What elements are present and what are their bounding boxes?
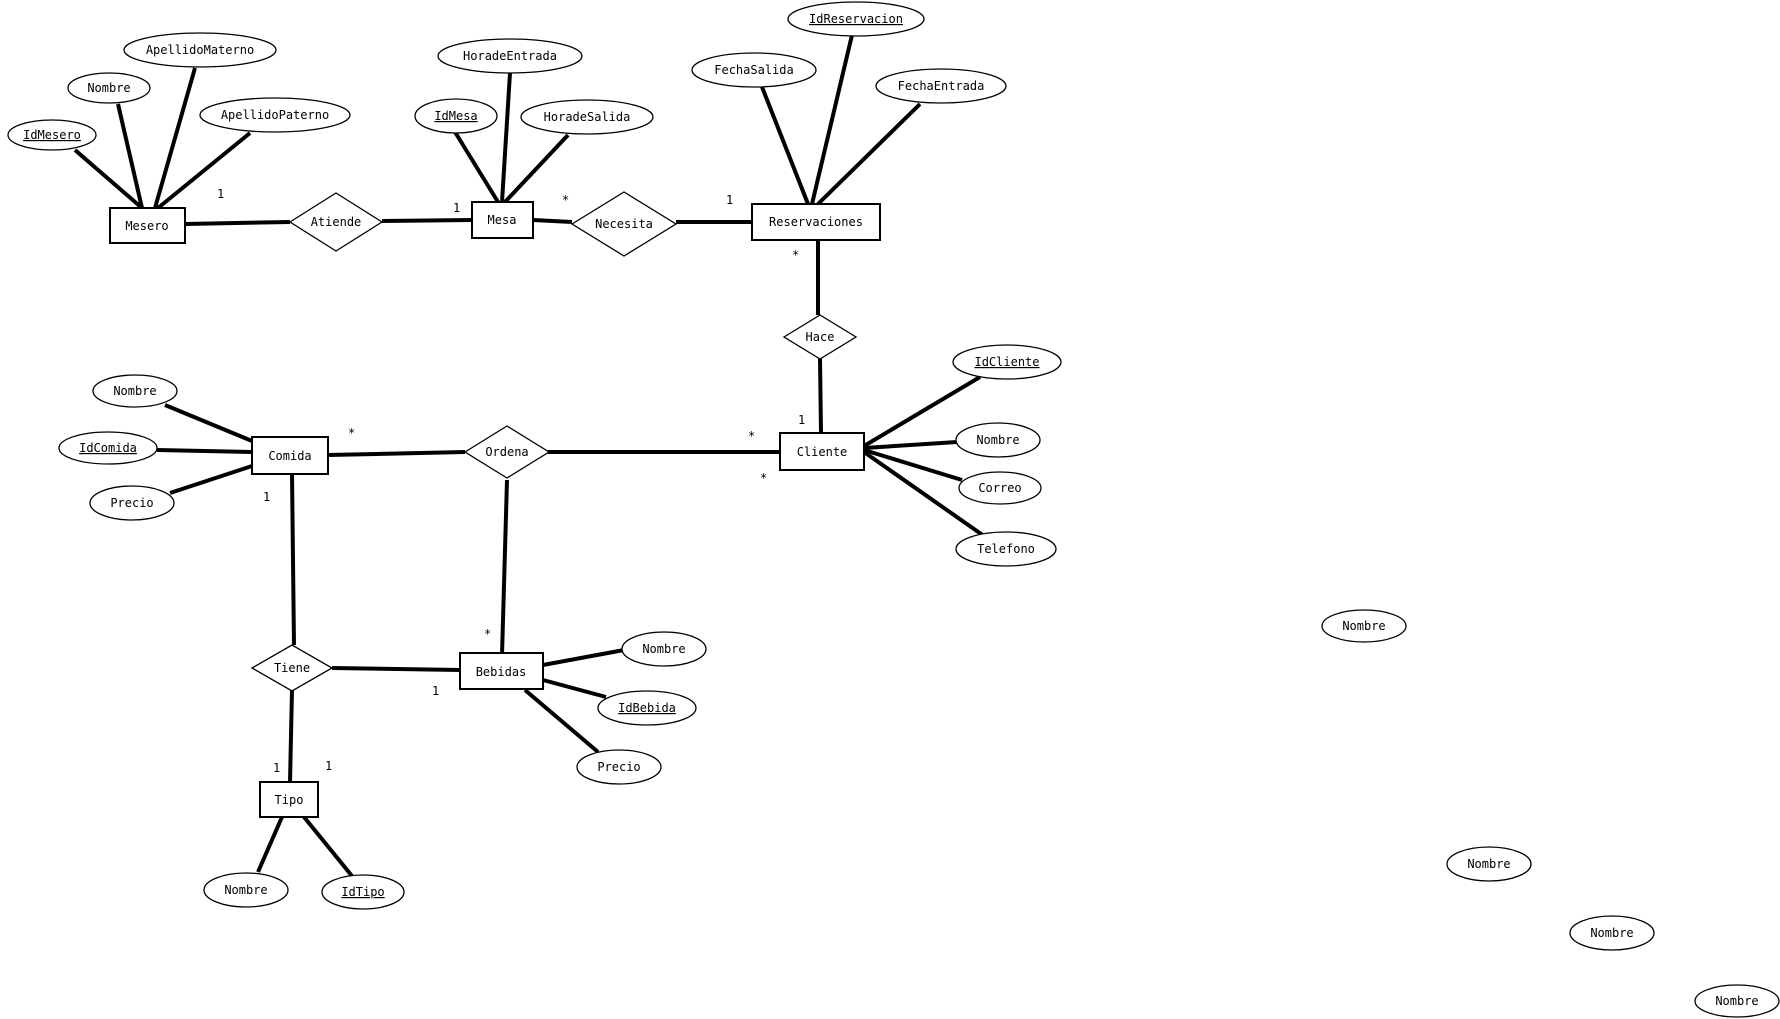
cardinality-bebidas-ordena: * (484, 627, 491, 641)
relationship-necesita-label: Necesita (595, 217, 653, 231)
attribute-cliente-correo-label: Correo (978, 481, 1021, 495)
attribute-comida-id-label: IdComida (79, 441, 137, 455)
attribute-tipo-nombre-label: Nombre (224, 883, 267, 897)
attribute-bebidas-nombre: Nombre (621, 631, 707, 667)
attribute-loose-4-label: Nombre (1715, 994, 1758, 1008)
attribute-tipo-nombre: Nombre (203, 872, 289, 908)
cardinality-reservaciones-hace: * (792, 248, 799, 262)
cardinality-cliente-ordena-bottom: * (760, 471, 767, 485)
attribute-mesa-id: IdMesa (414, 98, 498, 134)
entity-comida: Comida (251, 436, 329, 475)
attribute-tipo-id: IdTipo (321, 874, 405, 910)
relationship-tiene: Tiene (250, 644, 334, 692)
entity-bebidas-label: Bebidas (476, 665, 527, 679)
attribute-mesero-nombre-label: Nombre (87, 81, 130, 95)
entity-cliente: Cliente (779, 432, 865, 471)
entity-mesa-label: Mesa (488, 213, 517, 227)
attribute-loose-3: Nombre (1569, 915, 1655, 951)
entity-tipo: Tipo (259, 781, 319, 818)
attribute-bebidas-precio-label: Precio (597, 760, 640, 774)
attribute-cliente-telefono-label: Telefono (977, 542, 1035, 556)
attribute-cliente-correo: Correo (958, 471, 1042, 505)
attribute-cliente-id-label: IdCliente (974, 355, 1039, 369)
attribute-reservaciones-id-label: IdReservacion (809, 12, 903, 26)
relationship-atiende: Atiende (288, 192, 384, 252)
relationship-ordena: Ordena (463, 425, 551, 479)
relationship-tiene-label: Tiene (274, 661, 310, 675)
cardinality-comida-tiene: 1 (263, 490, 270, 504)
cardinality-cliente-hace: 1 (798, 413, 805, 427)
connector-lines (73, 34, 986, 878)
relationship-hace-label: Hace (806, 330, 835, 344)
cardinality-mesa-necesita: * (562, 193, 569, 207)
attribute-mesero-id-label: IdMesero (23, 128, 81, 142)
attribute-mesero-nombre: Nombre (67, 72, 151, 104)
attribute-reservaciones-entrada-label: FechaEntrada (898, 79, 985, 93)
attribute-loose-2-label: Nombre (1467, 857, 1510, 871)
attribute-mesero-materno: ApellidoMaterno (123, 32, 277, 68)
attribute-bebidas-nombre-label: Nombre (642, 642, 685, 656)
cardinality-tipo-tiene-right: 1 (325, 759, 332, 773)
entity-bebidas: Bebidas (459, 652, 544, 690)
attribute-loose-2: Nombre (1446, 846, 1532, 882)
attribute-bebidas-id-label: IdBebida (618, 701, 676, 715)
attribute-cliente-nombre-label: Nombre (976, 433, 1019, 447)
attribute-cliente-telefono: Telefono (955, 531, 1057, 567)
attribute-mesa-salida: HoradeSalida (520, 99, 654, 135)
relationship-hace: Hace (782, 314, 858, 360)
entity-reservaciones: Reservaciones (751, 203, 881, 241)
attribute-loose-4: Nombre (1694, 984, 1780, 1018)
attribute-reservaciones-salida: FechaSalida (691, 52, 817, 88)
attribute-mesero-paterno-label: ApellidoPaterno (221, 108, 329, 122)
cardinality-mesero-atiende: 1 (217, 187, 224, 201)
attribute-comida-nombre: Nombre (92, 374, 178, 408)
entity-cliente-label: Cliente (797, 445, 848, 459)
attribute-comida-nombre-label: Nombre (113, 384, 156, 398)
relationship-atiende-label: Atiende (311, 215, 362, 229)
attribute-mesa-id-label: IdMesa (434, 109, 477, 123)
attribute-mesa-entrada-label: HoradeEntrada (463, 49, 557, 63)
entity-reservaciones-label: Reservaciones (769, 215, 863, 229)
relationship-necesita: Necesita (570, 191, 678, 257)
entity-mesero: Mesero (109, 207, 186, 244)
attribute-loose-1: Nombre (1321, 609, 1407, 643)
entity-comida-label: Comida (268, 449, 311, 463)
attribute-reservaciones-salida-label: FechaSalida (714, 63, 793, 77)
attribute-bebidas-id: IdBebida (597, 690, 697, 726)
entity-mesero-label: Mesero (125, 219, 168, 233)
cardinality-tipo-tiene-left: 1 (273, 761, 280, 775)
attribute-reservaciones-id: IdReservacion (787, 1, 925, 37)
attribute-bebidas-precio: Precio (576, 749, 662, 785)
cardinality-comida-ordena: * (348, 426, 355, 440)
attribute-cliente-id: IdCliente (952, 344, 1062, 380)
attribute-mesa-salida-label: HoradeSalida (544, 110, 631, 124)
cardinality-mesa-atiende: 1 (453, 201, 460, 215)
attribute-loose-1-label: Nombre (1342, 619, 1385, 633)
entity-mesa: Mesa (471, 201, 534, 239)
attribute-mesa-entrada: HoradeEntrada (437, 38, 583, 74)
attribute-cliente-nombre: Nombre (955, 422, 1041, 458)
cardinality-bebidas-tiene: 1 (432, 684, 439, 698)
attribute-tipo-id-label: IdTipo (341, 885, 384, 899)
attribute-reservaciones-entrada: FechaEntrada (875, 68, 1007, 104)
attribute-comida-precio-label: Precio (110, 496, 153, 510)
cardinality-labels: 1 1 * 1 * 1 * * * 1 * 1 1 1 (217, 187, 805, 775)
attribute-mesero-id: IdMesero (7, 119, 97, 151)
relationship-ordena-label: Ordena (485, 445, 528, 459)
entity-tipo-label: Tipo (275, 793, 304, 807)
cardinality-reservaciones-necesita: 1 (726, 193, 733, 207)
cardinality-cliente-ordena-top: * (748, 429, 755, 443)
attribute-comida-id: IdComida (58, 431, 158, 465)
attribute-mesero-materno-label: ApellidoMaterno (146, 43, 254, 57)
attribute-mesero-paterno: ApellidoPaterno (199, 97, 351, 133)
attribute-comida-precio: Precio (89, 485, 175, 521)
attribute-loose-3-label: Nombre (1590, 926, 1633, 940)
